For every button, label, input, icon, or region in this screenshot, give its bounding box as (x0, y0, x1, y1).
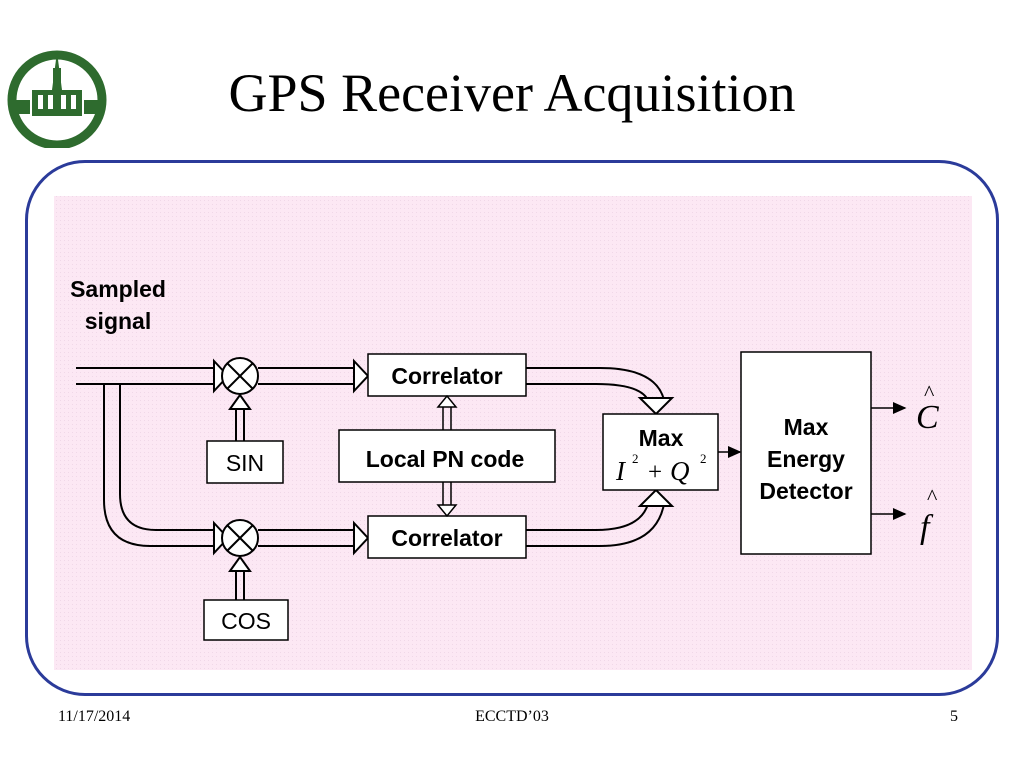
max-formula-q-exp: 2 (700, 451, 707, 466)
detector-line3: Detector (759, 478, 852, 504)
correlator-bottom-box (367, 515, 527, 559)
input-signal-arrow (76, 367, 215, 385)
max-formula-i: I (615, 456, 627, 486)
output-code-phase-hat: ^ (924, 380, 935, 405)
mixer-bottom (221, 519, 259, 557)
correlator-bottom-to-max-arrow (526, 503, 665, 547)
max-iq-title: Max (639, 425, 684, 451)
sin-label: SIN (226, 450, 264, 476)
cos-arrow (235, 570, 245, 600)
slide-title: GPS Receiver Acquisition (228, 63, 796, 123)
pn-to-correlator-bottom-arrow (442, 482, 452, 506)
output-code-phase-symbol: C (916, 399, 939, 436)
cos-box (203, 599, 289, 641)
mixer-top (221, 357, 259, 395)
detector-line1: Max (784, 414, 829, 440)
page-number: 5 (950, 708, 958, 725)
local-pn-code-box (338, 429, 556, 483)
correlator-top-label: Correlator (391, 363, 502, 389)
max-formula-q: Q (670, 456, 690, 486)
input-label-line2: signal (85, 308, 151, 334)
max-formula-plus: + (648, 459, 662, 486)
detector-line2: Energy (767, 446, 845, 472)
university-logo: 1 8 9 4 (2, 38, 112, 150)
sin-arrow (235, 408, 245, 441)
max-energy-detector-box (740, 351, 872, 555)
mixer-to-correlator-top (258, 367, 355, 385)
max-iq-box (602, 413, 719, 491)
branch-arrow (103, 384, 215, 547)
correlator-top-box (367, 353, 527, 397)
cos-label: COS (221, 608, 271, 634)
footer-date: 11/17/2014 (58, 708, 131, 725)
correlator-top-to-max-arrow (526, 367, 665, 401)
logo-year: 1 8 9 4 (42, 127, 73, 139)
input-label-line1: Sampled (70, 276, 166, 302)
output-frequency-hat: ^ (927, 484, 938, 509)
pn-to-correlator-top-arrow (442, 406, 452, 430)
local-pn-code-label: Local PN code (366, 446, 524, 472)
sin-box (206, 440, 284, 484)
footer-center-text: ECCTD’03 (475, 708, 549, 725)
max-formula-i-exp: 2 (632, 451, 639, 466)
mixer-to-correlator-bottom (258, 529, 355, 547)
correlator-bottom-label: Correlator (391, 525, 502, 551)
